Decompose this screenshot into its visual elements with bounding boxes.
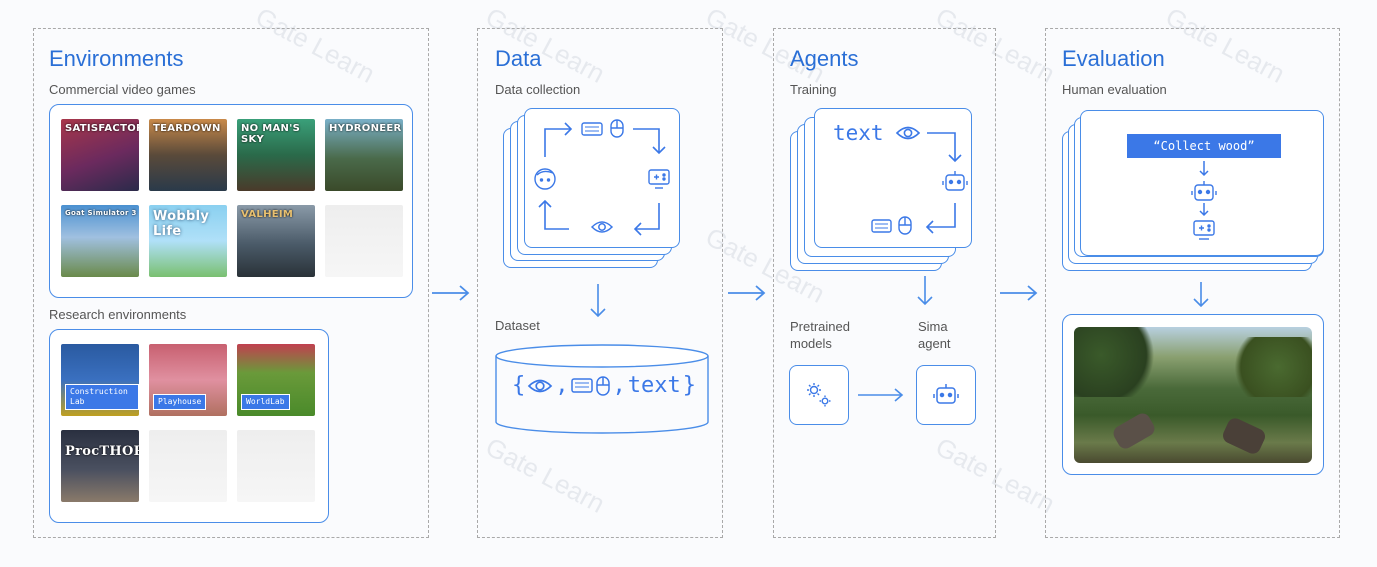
research-thumb-construction-lab: Construction Lab [61, 344, 139, 416]
gears-icon [807, 383, 831, 407]
face-icon [534, 168, 556, 190]
sima-agent-box [916, 365, 976, 425]
keyboard-icon [570, 377, 593, 393]
dataset-label: Dataset [495, 318, 540, 333]
dataset-tuple: { , ,text} [512, 373, 696, 398]
gameplay-screenshot [1074, 327, 1312, 463]
keyboard-icon [871, 219, 892, 233]
instruction-box: “Collect wood” [1127, 134, 1281, 158]
research-thumb-playhouse: Playhouse [149, 344, 227, 416]
agents-title: Agents [790, 46, 859, 71]
evaluation-panel [1045, 28, 1340, 538]
environments-panel [33, 28, 429, 538]
arrow-down-to-dataset [590, 284, 606, 318]
gamepad-icon [1193, 220, 1215, 240]
research-thumb-worldlab: WorldLab [237, 344, 315, 416]
eye-icon [528, 379, 553, 392]
keyboard-icon [581, 122, 603, 136]
environments-title: Environments [49, 46, 184, 71]
dataset-cylinder [495, 344, 709, 434]
flow-arrow-agents-to-eval [1000, 285, 1038, 301]
data-panel [477, 28, 723, 538]
robot-icon [933, 384, 959, 404]
arrow-down-to-gameplay [1193, 282, 1209, 308]
research-envs-frame: Construction Lab Playhouse WorldLab Proc… [49, 329, 329, 523]
pretrained-models-box [789, 365, 849, 425]
sima-agent-label: Sima agent [918, 319, 951, 351]
human-evaluation-label: Human evaluation [1062, 82, 1167, 97]
data-collection-card [524, 108, 680, 248]
game-thumb-hydroneer: HYDRONEER [325, 119, 403, 191]
game-thumb-no-mans-sky: NO MAN'S SKY [237, 119, 315, 191]
mouse-icon [595, 375, 610, 396]
pretrained-models-label: Pretrained models [790, 319, 850, 351]
training-label: Training [790, 82, 837, 97]
research-thumb-placeholder [237, 430, 315, 502]
commercial-games-frame: SATISFACTORY TEARDOWN NO MAN'S SKY HYDRO… [49, 104, 413, 298]
game-thumb-valheim: VALHEIM [237, 205, 315, 277]
robot-icon [1191, 181, 1217, 201]
human-evaluation-card: “Collect wood” [1080, 110, 1324, 256]
data-collection-loop [534, 119, 670, 236]
agents-panel [773, 28, 996, 538]
gamepad-icon [648, 169, 670, 189]
data-title: Data [495, 46, 542, 71]
robot-icon [942, 171, 968, 191]
mouse-icon [610, 119, 624, 138]
text-token: text [833, 121, 884, 145]
research-thumb-placeholder [149, 430, 227, 502]
game-thumb-satisfactory: SATISFACTORY [61, 119, 139, 191]
mouse-icon [898, 216, 912, 235]
arrow-pretrained-to-sima [858, 388, 904, 402]
eye-icon [590, 221, 614, 233]
game-thumb-wobbly-life: Wobbly Life [149, 205, 227, 277]
flow-arrow-data-to-agents [728, 285, 766, 301]
agents-training-card: text [814, 108, 972, 248]
gameplay-frame [1062, 314, 1324, 475]
data-collection-label: Data collection [495, 82, 581, 97]
game-thumb-teardown: TEARDOWN [149, 119, 227, 191]
flow-arrow-env-to-data [432, 285, 470, 301]
research-envs-label: Research environments [49, 307, 187, 322]
game-thumb-placeholder [325, 205, 403, 277]
eye-icon [895, 126, 921, 140]
arrow-down-to-sima [917, 276, 933, 306]
research-thumb-procthor: ProcTHOR [61, 430, 139, 502]
game-thumb-goat-simulator: Goat Simulator 3 [61, 205, 139, 277]
commercial-games-label: Commercial video games [49, 82, 196, 97]
evaluation-title: Evaluation [1062, 46, 1165, 71]
